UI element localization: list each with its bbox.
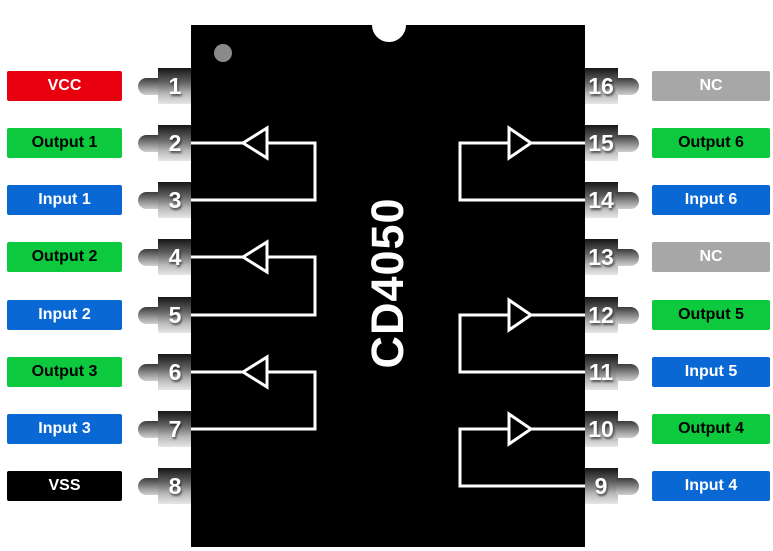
pin-7-lead	[138, 421, 161, 438]
pin-9-lead	[616, 478, 639, 495]
chip-body: CD4050	[191, 8, 585, 547]
pin-9-number: 9	[584, 468, 618, 504]
pin-1-number: 1	[158, 68, 192, 104]
pin-5-number: 5	[158, 297, 192, 333]
pin-16-number: 16	[584, 68, 618, 104]
pin-4-number: 4	[158, 239, 192, 275]
pin-5-lead	[138, 307, 161, 324]
pin-4-lead	[138, 249, 161, 266]
label-vcc: VCC	[7, 71, 122, 101]
label-nc-16: NC	[652, 71, 770, 101]
pin-row-12: 12 Output 5	[0, 297, 773, 333]
pin-1-lead	[138, 78, 161, 95]
pin-13-lead	[616, 249, 639, 266]
pin-6-lead	[138, 364, 161, 381]
label-input-2: Input 2	[7, 300, 122, 330]
pin-row-15: 15 Output 6	[0, 125, 773, 161]
pin-7-number: 7	[158, 411, 192, 447]
pin-6-number: 6	[158, 354, 192, 390]
label-input-5: Input 5	[652, 357, 770, 387]
pin-row-4: Output 2 4	[0, 239, 773, 275]
pin-15-number: 15	[584, 125, 618, 161]
pin-15-lead	[616, 135, 639, 152]
pin-11-lead	[616, 364, 639, 381]
chip-notch	[372, 8, 406, 42]
pin-16-lead	[616, 78, 639, 95]
label-input-4: Input 4	[652, 471, 770, 501]
label-input-6: Input 6	[652, 185, 770, 215]
label-output-6: Output 6	[652, 128, 770, 158]
label-output-4: Output 4	[652, 414, 770, 444]
pin-row-7: Input 3 7	[0, 411, 773, 447]
pin-row-2: Output 1 2	[0, 125, 773, 161]
label-output-2: Output 2	[7, 242, 122, 272]
pin-10-number: 10	[584, 411, 618, 447]
label-output-3: Output 3	[7, 357, 122, 387]
pin-14-lead	[616, 192, 639, 209]
pin-3-lead	[138, 192, 161, 209]
pin-row-10: 10 Output 4	[0, 411, 773, 447]
pin-row-1: VCC 1	[0, 68, 773, 104]
label-vss: VSS	[7, 471, 122, 501]
pin-row-14: 14 Input 6	[0, 182, 773, 218]
label-input-1: Input 1	[7, 185, 122, 215]
chip-title: CD4050	[362, 197, 413, 369]
pin-12-lead	[616, 307, 639, 324]
label-output-5: Output 5	[652, 300, 770, 330]
pin-13-number: 13	[584, 239, 618, 275]
pin-8-number: 8	[158, 468, 192, 504]
pin-2-number: 2	[158, 125, 192, 161]
label-input-3: Input 3	[7, 414, 122, 444]
pin-3-number: 3	[158, 182, 192, 218]
pin-10-lead	[616, 421, 639, 438]
pin-row-13: 13 NC	[0, 239, 773, 275]
pin-row-6: Output 3 6	[0, 354, 773, 390]
label-nc-13: NC	[652, 242, 770, 272]
pin-row-16: 16 NC	[0, 68, 773, 104]
pin-8-lead	[138, 478, 161, 495]
pin-row-8: VSS 8	[0, 468, 773, 504]
pin-12-number: 12	[584, 297, 618, 333]
pin-row-9: 9 Input 4	[0, 468, 773, 504]
pin-row-3: Input 1 3	[0, 182, 773, 218]
pin-11-number: 11	[584, 354, 618, 390]
pin1-indicator-dot	[214, 44, 232, 62]
pin-14-number: 14	[584, 182, 618, 218]
pin-row-11: 11 Input 5	[0, 354, 773, 390]
label-output-1: Output 1	[7, 128, 122, 158]
pin-row-5: Input 2 5	[0, 297, 773, 333]
pin-2-lead	[138, 135, 161, 152]
